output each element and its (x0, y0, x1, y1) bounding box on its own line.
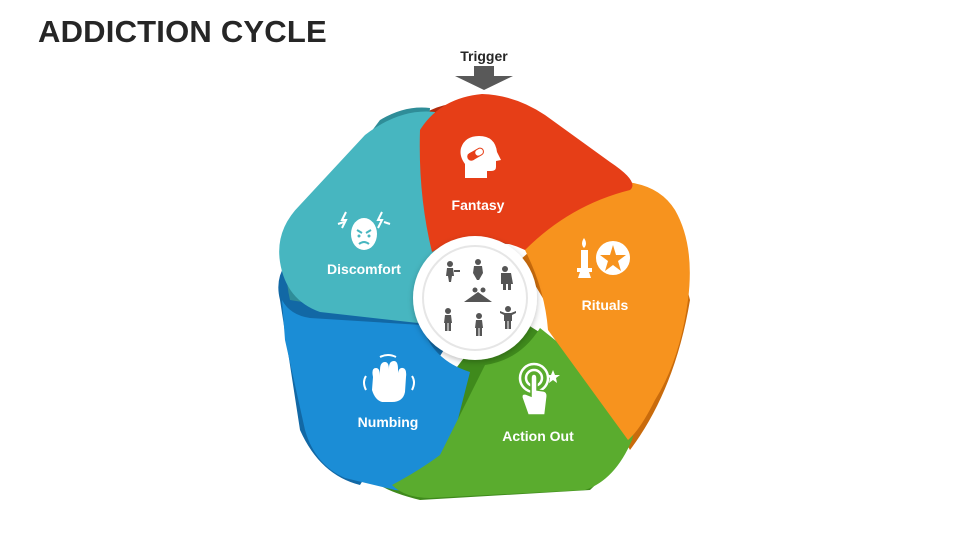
candle-pentagram-icon (577, 238, 630, 278)
segment-discomfort (279, 111, 439, 323)
head-pill-icon (460, 136, 501, 178)
angry-face-icon (337, 211, 391, 250)
label-action-out: Action Out (502, 428, 574, 444)
segment-action-out (392, 328, 635, 498)
numb-hand-icon (363, 354, 415, 402)
touch-hand-icon (518, 362, 560, 416)
trigger-arrow-shape (455, 66, 513, 90)
trigger-arrow: Trigger (455, 48, 513, 90)
label-fantasy: Fantasy (452, 197, 505, 213)
label-discomfort: Discomfort (327, 261, 401, 277)
segment-fantasy (419, 94, 633, 252)
people-cycle-icon (444, 259, 516, 336)
trigger-label: Trigger (460, 48, 508, 64)
label-rituals: Rituals (582, 297, 629, 313)
segment-rituals (525, 181, 690, 441)
page-title: ADDICTION CYCLE (38, 14, 327, 49)
label-numbing: Numbing (358, 414, 419, 430)
